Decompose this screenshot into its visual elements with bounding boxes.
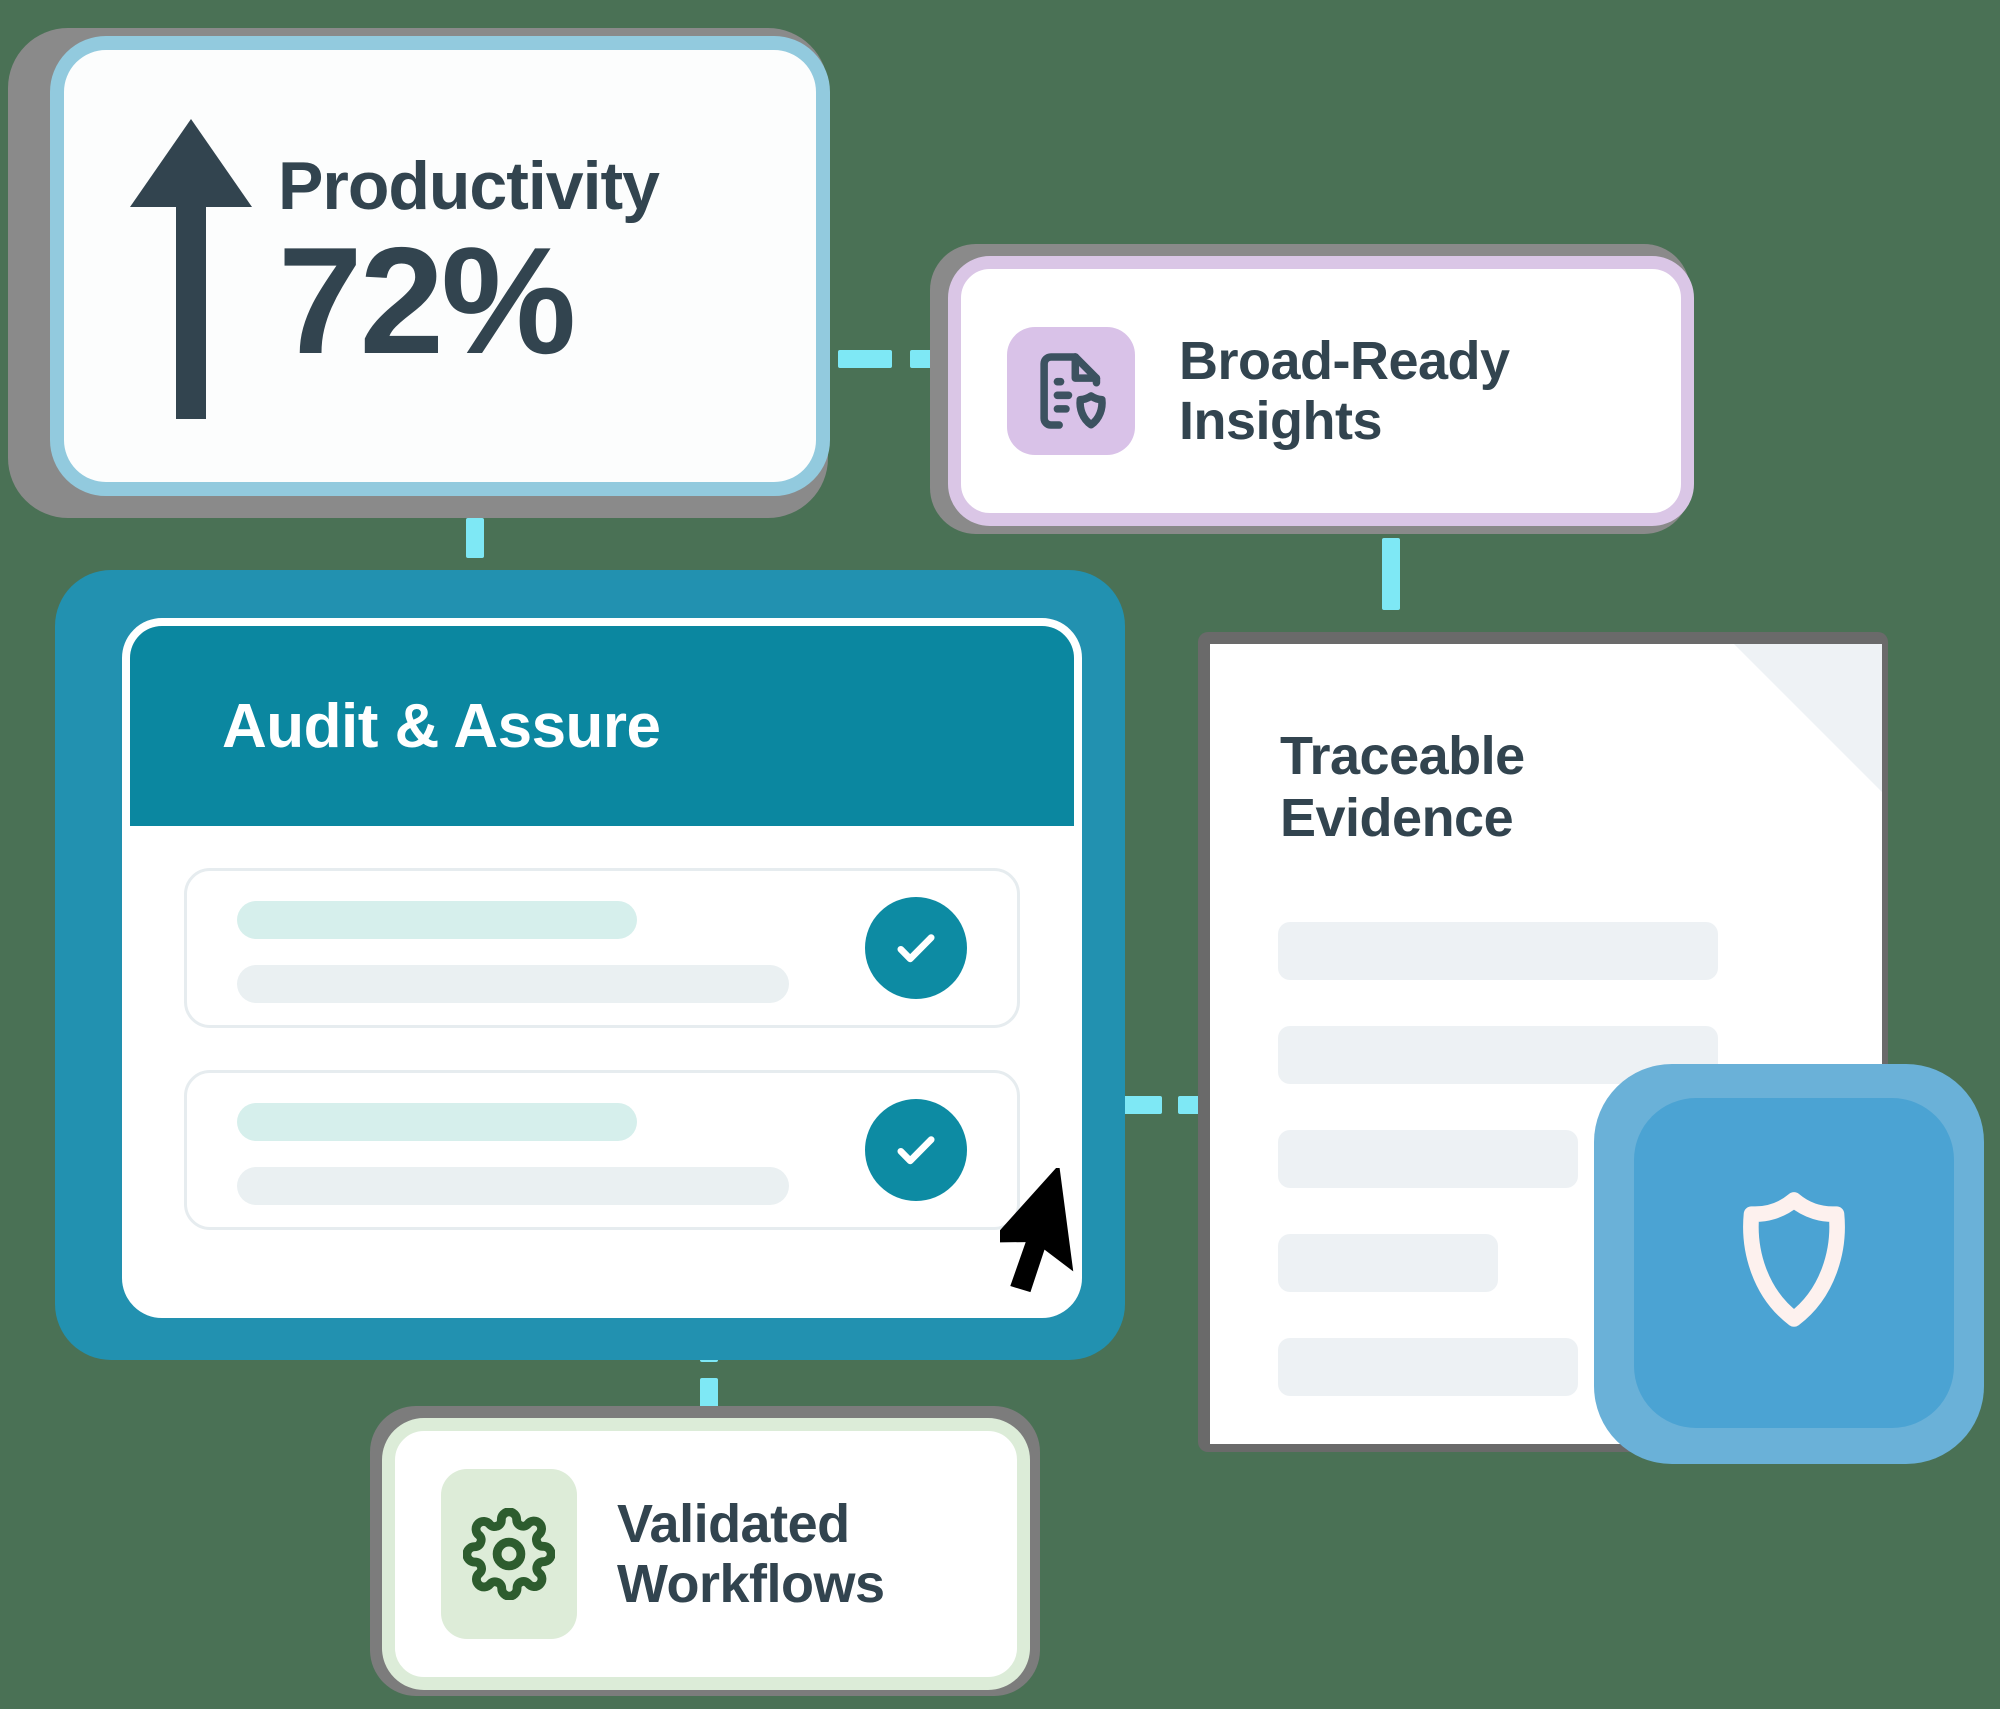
audit-panel-body [130,826,1074,1230]
audit-panel-header: Audit & Assure [130,626,1074,826]
workflows-card[interactable]: Validated Workflows [382,1418,1030,1690]
page-fold-corner [1734,644,1882,792]
list-item [1278,1130,1578,1188]
audit-panel[interactable]: Audit & Assure [122,618,1082,1318]
check-circle-icon[interactable] [865,897,967,999]
connector-productivity-to-insights-a [838,350,892,368]
row-bar-primary [237,1103,637,1141]
gear-icon [441,1469,577,1639]
productivity-value: 72% [278,216,576,387]
row-bar-secondary [237,965,789,1003]
check-circle-icon[interactable] [865,1099,967,1201]
workflows-title: Validated Workflows [617,1494,885,1615]
evidence-placeholder-lines [1278,922,1718,1442]
document-shield-icon [1007,327,1135,455]
productivity-card[interactable]: Productivity 72% [50,36,830,496]
list-item [1278,1338,1578,1396]
connector-insights-to-document [1382,538,1400,610]
workflows-title-line1: Validated [617,1493,850,1554]
audit-panel-title: Audit & Assure [222,691,661,761]
list-item [1278,1234,1498,1292]
table-row[interactable] [184,1070,1020,1230]
insights-title-line2: Insights [1179,391,1383,451]
evidence-title-line1: Traceable [1280,726,1525,786]
insights-title: Broad-Ready Insights [1179,331,1510,452]
evidence-document-title: Traceable Evidence [1280,726,1525,849]
arrow-up-icon [130,119,252,419]
row-bar-secondary [237,1167,789,1205]
shield-icon [1743,1192,1845,1327]
list-item [1278,922,1718,980]
workflows-title-line2: Workflows [617,1554,885,1614]
shield-badge[interactable] [1634,1098,1954,1428]
table-row[interactable] [184,868,1020,1028]
insights-card[interactable]: Broad-Ready Insights [948,256,1694,526]
productivity-text-group: Productivity 72% [278,148,660,387]
productivity-label: Productivity [278,148,660,225]
row-placeholder-bars [237,901,865,1003]
mouse-pointer-icon [1000,1168,1074,1293]
row-placeholder-bars [237,1103,865,1205]
insights-title-line1: Broad-Ready [1179,330,1510,391]
row-bar-primary [237,901,637,939]
connector-productivity-to-audit-a [466,518,484,558]
evidence-title-line2: Evidence [1280,787,1514,848]
